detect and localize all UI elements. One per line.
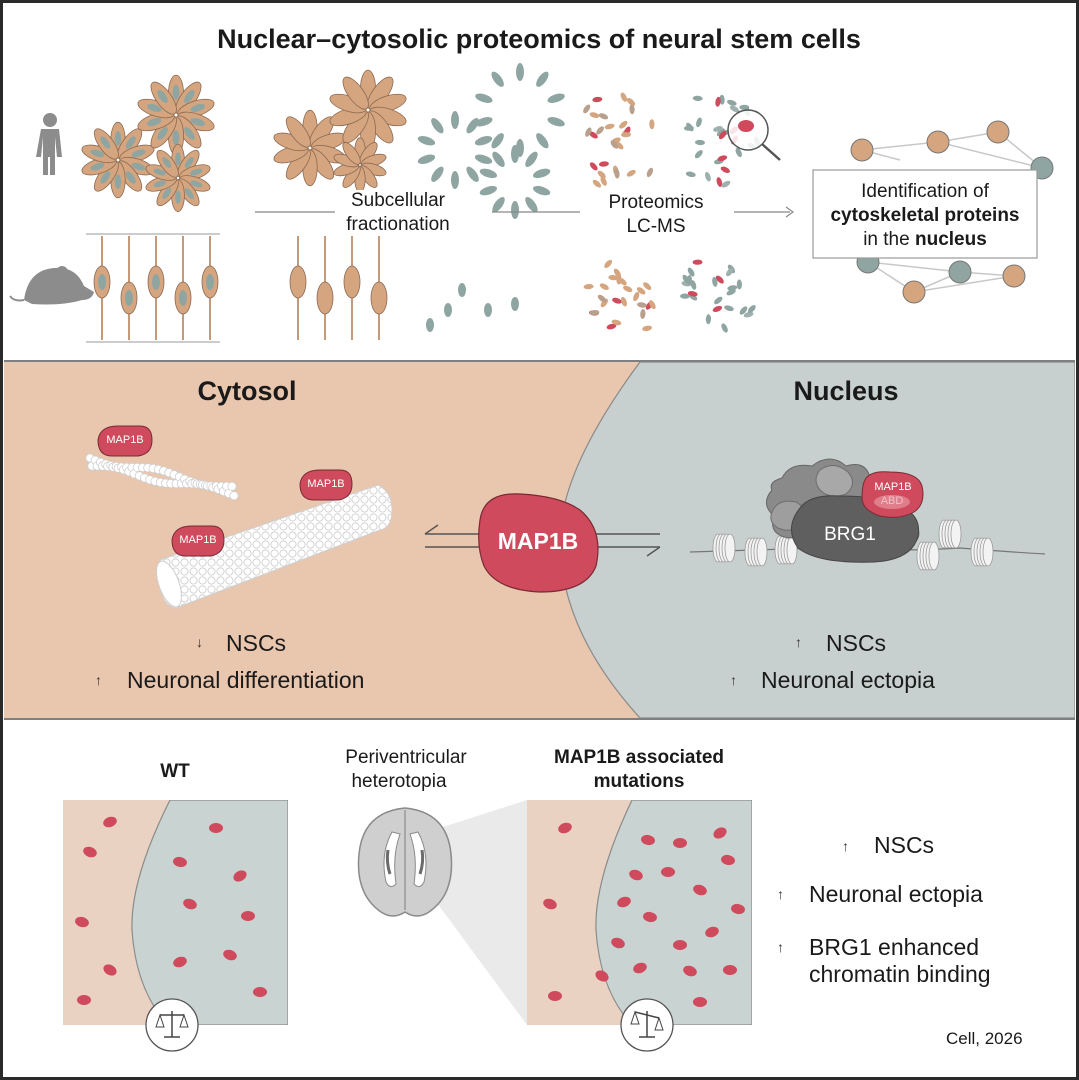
bottom-effect-brg1-line2: chromatin binding [809,961,991,987]
ectopic-neuron [713,827,727,839]
ectopic-neuron [223,949,237,961]
ectopic-neuron [548,991,562,1001]
magnifier-icon [727,109,781,161]
mouse-neurons-fractionated [289,236,388,340]
map1b-on-actin [97,425,153,457]
step2-label-line2: LC-MS [626,216,686,238]
arrow-up-icon: ↑ [777,886,784,902]
ectopic-neuron [723,965,737,975]
ectopic-neuron [683,965,697,977]
wt-label: WT [160,761,190,782]
ectopic-neuron [103,964,117,976]
heterotopia-line1: Periventricular [345,747,467,768]
ectopic-neuron [253,987,267,997]
bottom-effect-ectopia: Neuronal ectopia [809,881,983,907]
ectopic-neuron [641,834,655,846]
brg1-complex [766,458,924,563]
cytosol-title: Cytosol [197,376,297,406]
nucleus-title: Nucleus [793,376,899,406]
step1-label-line1: Subcellular [351,190,445,212]
heterotopia-line2: heterotopia [351,771,447,792]
balance-scale-icon [145,998,199,1052]
cytosol-effect-nscs: NSCs [226,630,287,656]
ectopic-neuron [673,940,687,950]
bottom-effect-brg1-line1: BRG1 enhanced [809,934,980,960]
rosette-cluster-1 [81,74,215,212]
ectopic-neuron [83,846,97,858]
result-line3-prefix: in the [863,229,915,250]
ectopic-neuron [241,911,255,921]
map1b-on-microtubule-bottom [171,525,225,557]
balance-scale-tilted-icon [620,998,674,1052]
ectopic-neuron [705,926,719,938]
ectopic-neuron [643,911,657,923]
map1b-mt-bottom-label: MAP1B [179,534,217,546]
bottom-effect-nscs: NSCs [874,832,935,858]
arrow-up-icon: ↑ [842,838,849,854]
nucleus-effect-nscs: NSCs [826,630,887,656]
citation: Cell, 2026 [946,1029,1023,1048]
ectopic-neuron [77,995,91,1005]
ectopic-neuron [721,854,735,866]
ectopic-neuron [673,838,687,848]
chromatin [689,519,1046,571]
mouse-neurons [86,233,220,343]
map1b-central-label: MAP1B [497,528,579,554]
ectopic-neuron [233,870,247,882]
arrow-up-icon: ↑ [730,672,737,688]
ectopic-neuron [75,916,89,928]
map1b-actin-label: MAP1B [106,434,144,446]
ectopic-neuron [629,869,643,881]
map1b-mt-top-label: MAP1B [307,478,345,490]
step1-label-line2: fractionation [346,214,450,236]
ectopic-neuron [595,970,609,982]
ectopic-neuron [103,816,117,828]
nuclear-fraction-bottom [426,283,519,332]
mutation-line2: mutations [593,771,685,792]
arrow-up-icon: ↑ [95,672,102,688]
ectopic-neuron [731,903,745,915]
result-line1: Identification of [861,181,989,202]
protein-scatter [583,92,760,333]
ectopic-neuron [693,997,707,1007]
result-line2: cytoskeletal proteins [830,205,1020,226]
map1b-central [478,493,599,593]
ectopic-neuron [633,962,647,974]
brain-section-icon [357,807,453,917]
microtubule [156,484,393,609]
step2-label-line1: Proteomics [608,192,704,214]
arrow-down-icon: ↓ [196,634,203,650]
cytosol-effect-differentiation: Neuronal differentiation [127,667,365,693]
result-line3: in the nucleus [863,229,987,251]
ectopic-neuron [543,898,557,910]
ectopic-neuron [209,823,223,833]
ectopic-neuron [661,867,675,877]
abd-label: ABD [880,495,904,507]
ectopic-neuron [173,856,187,868]
arrow-up-icon: ↑ [777,939,784,955]
page-title: Nuclear–cytosolic proteomics of neural s… [217,24,861,54]
map1b-nucleus-label: MAP1B [874,481,912,493]
human-figure-icon [36,113,62,175]
nuclear-fraction-top [417,63,565,219]
rosette-cluster-2 [273,69,407,193]
ectopic-neuron [611,937,625,949]
brg1-label: BRG1 [824,524,876,545]
ectopic-neuron [617,896,631,908]
ectopic-neuron [173,956,187,968]
arrow-up-icon: ↑ [795,634,802,650]
mouse-icon [9,266,94,305]
nucleus-effect-ectopia: Neuronal ectopia [761,667,935,693]
ectopic-neuron [183,898,197,910]
actin-filament [85,453,239,501]
ectopic-neuron [558,822,572,834]
ectopic-neuron [693,884,707,896]
mutation-line1: MAP1B associated [553,747,725,768]
protein-network [850,120,1054,304]
map1b-on-microtubule-top [299,469,353,501]
result-line3-bold: nucleus [914,229,987,250]
result-box [812,169,1038,259]
